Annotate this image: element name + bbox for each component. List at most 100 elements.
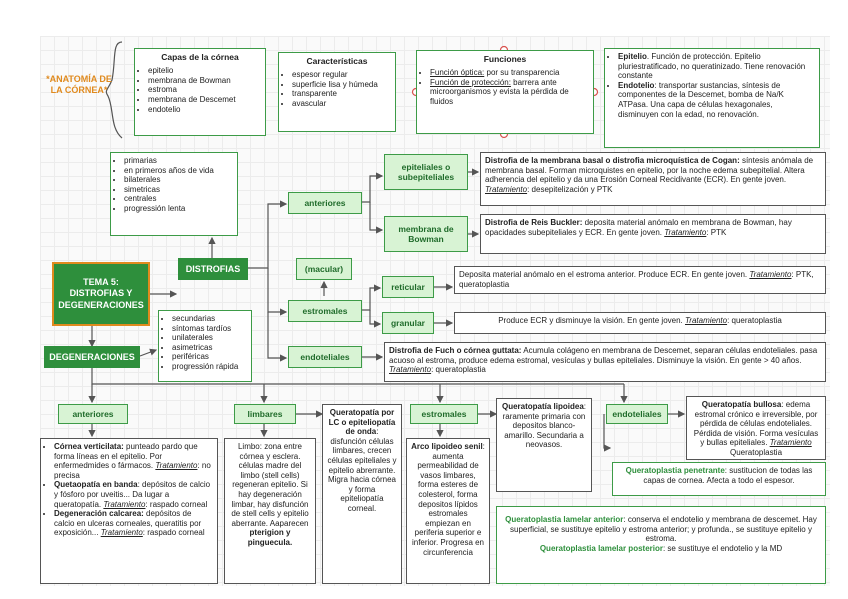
lamelar-anterior-text: : conserva el endotelio y membrana de de… <box>510 515 817 544</box>
verticilata-key: Córnea verticilata: <box>54 442 124 451</box>
epitelio-endotelio-box: Epitelio. Función de protección. Epiteli… <box>604 48 820 148</box>
reis-text: deposita material anómalo en membrana de… <box>485 218 792 237</box>
distrofias-anteriores-node: anteriores <box>288 192 362 214</box>
list-item: periféricas <box>172 352 247 362</box>
granular-text: Produce ECR y disminuye la visión. En ge… <box>498 316 685 325</box>
reis-trat-value: : PTK <box>706 227 727 237</box>
limbo-desc: Limbo: zona entre córnea y esclera. célu… <box>224 438 316 584</box>
list-item: Función óptica: por su transparencia <box>430 68 589 78</box>
lamelar-posterior-text: : se sustituye el endotelio y la MD <box>662 543 783 553</box>
list-item: en primeros años de vida <box>124 166 233 176</box>
capas-box: Capas de la córnea epitelio membrana de … <box>134 48 266 136</box>
calcarea-key: Degeneración calcarea: <box>54 509 144 519</box>
anatomia-label: *ANATOMÍA DE LA CÓRNEA* <box>46 74 112 96</box>
distrofias-estromales-node: estromales <box>288 300 362 322</box>
reticular-desc: Deposita material anómalo en el estroma … <box>454 266 826 294</box>
cogan-text: síntesis anómala de membrana basal. Form… <box>485 156 814 185</box>
arco-text: : aumenta permeabilidad de vasos limbare… <box>411 442 485 557</box>
list-item: Quetaopatía en banda: depósitos de calci… <box>54 480 213 509</box>
epi-endo-list: Epitelio. Función de protección. Epiteli… <box>609 52 815 119</box>
degen-estromales-node: estromales <box>410 404 478 424</box>
fuch-desc: Distrofia de Fuch o córnea guttata: Acum… <box>384 342 826 382</box>
caracteristicas-title: Características <box>306 56 368 66</box>
list-item: Endotelio: transportar sustancias, sínte… <box>618 81 815 119</box>
endotelio-value: : transportar sustancias, síntesis de co… <box>618 80 784 119</box>
banda-text: : depósitos de calcio y fósforo por uvei… <box>54 480 211 509</box>
degen-anteriores-desc: Córnea verticilata: punteado pardo que f… <box>40 438 218 584</box>
capas-title: Capas de la córnea <box>161 52 239 62</box>
degeneraciones-traits-list: secundarias síntomas tardíos unilaterale… <box>163 314 247 372</box>
funciones-list: Función óptica: por su transparencia Fun… <box>421 68 589 106</box>
degen-anteriores-node: anteriores <box>58 404 128 424</box>
limbo-text: Limbo: zona entre córnea y esclera. célu… <box>231 442 309 528</box>
calcarea-text: depósitos de calcio en ulceras corneales… <box>54 509 202 538</box>
penetrante-key: Queratoplastia penetrante <box>625 466 725 475</box>
cogan-desc: Distrofia de la membrana basal o distrof… <box>480 152 826 206</box>
epitelio-value: . Función de protección. Epitelio plurie… <box>618 52 806 81</box>
calcarea-trat: Tratamiento <box>100 528 143 538</box>
granular-trat: Tratamiento <box>684 316 728 325</box>
distrofias-traits-box: primarias en primeros años de vida bilat… <box>110 152 238 236</box>
lamelar-anterior-key: Queratoplastia lamelar anterior <box>505 515 624 524</box>
list-item: simetricas <box>124 185 233 195</box>
distrofias-endoteliales-node: endoteliales <box>288 346 362 368</box>
list-item: progressión lenta <box>124 204 233 214</box>
penetrante-text: : sustitucion de todas las capas de corn… <box>643 466 813 485</box>
caracteristicas-box: Características espesor regular superfic… <box>278 52 396 132</box>
funciones-box: Funciones Función óptica: por su transpa… <box>416 50 594 134</box>
epitelio-key: Epitelio <box>618 52 647 61</box>
granular-node: granular <box>382 312 434 334</box>
funcion-proteccion-value: barrera ante microorganismos y evista la… <box>430 77 569 106</box>
degeneraciones-traits-box: secundarias síntomas tardíos unilaterale… <box>158 310 252 382</box>
degen-endoteliales-node: endoteliales <box>606 404 668 424</box>
granular-trat-value: : queratoplastia <box>727 316 782 325</box>
reticular-text: Deposita material anómalo en el estroma … <box>459 270 750 279</box>
verticilata-trat-value: : no precisa <box>54 461 211 480</box>
membrana-bowman-node: membrana de Bowman <box>384 216 468 252</box>
funcion-proteccion-key: Función de protección: <box>430 77 511 87</box>
banda-key: Quetaopatía en banda <box>54 480 138 490</box>
cogan-trat: Tratamiento <box>485 184 528 194</box>
lipoidea-key: Queratopatía lipoidea <box>501 402 584 411</box>
bullosa-trat-value: Queratoplastia <box>729 447 783 457</box>
list-item: centrales <box>124 194 233 204</box>
fuch-text: Acumula colágeno en membrana de Descemet… <box>389 346 818 365</box>
degen-anteriores-list: Córnea verticilata: punteado pardo que f… <box>45 442 213 538</box>
list-item: progressión rápida <box>172 362 247 372</box>
arco-desc: Arco lipoideo senil: aumenta permeabilid… <box>406 438 490 584</box>
list-item: asimetricas <box>172 343 247 353</box>
pterigion-key: pterigion y pinguecula. <box>247 528 293 547</box>
reticular-node: reticular <box>382 276 434 298</box>
reis-trat: Tratamiento <box>664 227 707 237</box>
endotelio-key: Endotelio <box>618 80 655 90</box>
list-item: Córnea verticilata: punteado pardo que f… <box>54 442 213 480</box>
lc-text: : disfunción células limbares, crecen cé… <box>327 427 397 513</box>
list-item: membrana de Bowman <box>148 76 261 86</box>
funcion-optica-key: Función óptica: <box>430 68 485 78</box>
bullosa-trat: Tratamiento <box>769 438 812 448</box>
degeneraciones-node: DEGENERACIONES <box>44 346 140 368</box>
tema-title: TEMA 5: DISTROFIAS Y DEGENERACIONES <box>52 262 150 326</box>
list-item: endotelio <box>148 105 261 115</box>
list-item: transparente <box>292 89 391 99</box>
list-item: Epitelio. Función de protección. Epiteli… <box>618 52 815 81</box>
list-item: Función de protección: barrera ante micr… <box>430 78 589 107</box>
verticilata-text: punteado pardo que forma líneas en el ep… <box>54 442 198 471</box>
distrofias-traits-list: primarias en primeros años de vida bilat… <box>115 156 233 214</box>
epiteliales-node: epiteliales o subepiteliales <box>384 154 468 190</box>
macular-node: (macular) <box>296 258 352 280</box>
lc-desc: Queratopatía por LC o epiteliopatía de o… <box>322 404 402 584</box>
list-item: epitelio <box>148 66 261 76</box>
reticular-trat-value: : PTK, queratoplastia <box>459 270 814 289</box>
list-item: bilaterales <box>124 175 233 185</box>
reis-desc: Distrofia de Reis Buckler: deposita mate… <box>480 214 826 254</box>
list-item: secundarias <box>172 314 247 324</box>
calcarea-trat-value: : raspado corneal <box>142 528 205 538</box>
list-item: Degeneración calcarea: depósitos de calc… <box>54 509 213 538</box>
verticilata-trat: Tratamiento <box>155 461 198 471</box>
penetrante-desc: Queratoplastia penetrante: sustitucion d… <box>612 462 826 496</box>
cogan-trat-value: : desepitelización y PTK <box>527 184 613 194</box>
lamelar-desc: Queratoplastia lamelar anterior: conserv… <box>496 506 826 584</box>
list-item: unilaterales <box>172 333 247 343</box>
